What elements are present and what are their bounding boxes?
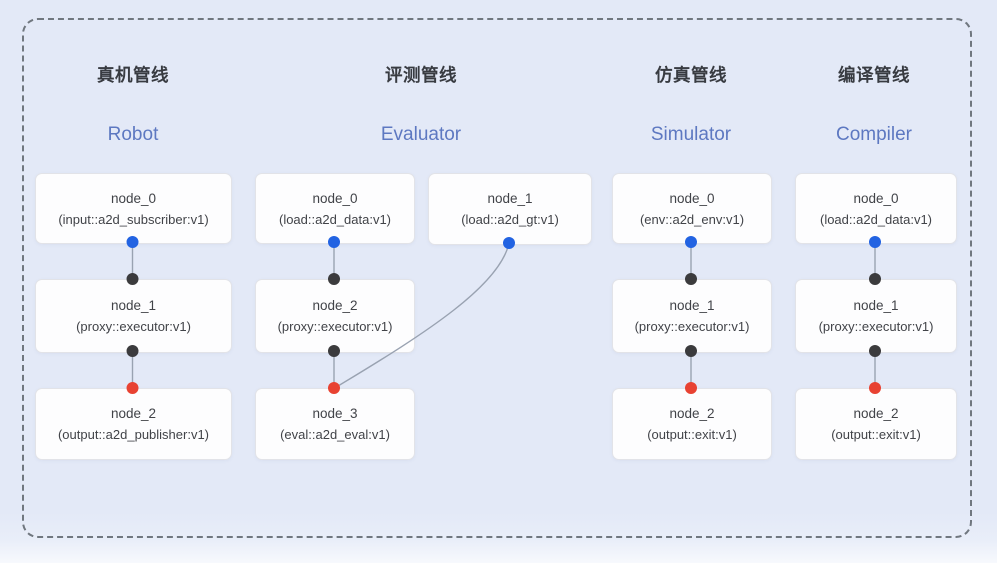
node-impl: (eval::a2d_eval:v1) (280, 427, 390, 442)
node-impl: (proxy::executor:v1) (76, 319, 191, 334)
node-card-simulator-node_2: node_2 (output::exit:v1) (612, 388, 772, 460)
pipeline-header-robot: 真机管线 Robot (23, 64, 243, 147)
pipeline-title-cn: 仿真管线 (655, 65, 727, 85)
node-card-compiler-node_1: node_1 (proxy::executor:v1) (795, 279, 957, 353)
node-card-robot-node_1: node_1 (proxy::executor:v1) (35, 279, 232, 353)
node-impl: (output::exit:v1) (647, 427, 737, 442)
node-name: node_0 (669, 190, 715, 206)
node-impl: (output::exit:v1) (831, 427, 921, 442)
node-impl: (input::a2d_subscriber:v1) (58, 211, 209, 227)
pipeline-title-en: Evaluator (380, 124, 462, 145)
node-impl: (proxy::executor:v1) (818, 319, 934, 334)
node-card-simulator-node_1: node_1 (proxy::executor:v1) (612, 279, 772, 353)
node-card-evaluator-node_1: node_1 (load::a2d_gt:v1) (428, 173, 592, 245)
node-impl: (load::a2d_data:v1) (819, 211, 933, 227)
pipeline-title-en: Robot (107, 124, 159, 145)
pipeline-title-cn: 编译管线 (838, 65, 910, 85)
node-impl: (proxy::executor:v1) (634, 319, 750, 334)
node-name: node_2 (669, 406, 715, 421)
node-impl: (env::a2d_env:v1) (639, 211, 745, 227)
pipeline-title-cn: 真机管线 (97, 65, 169, 85)
node-card-robot-node_0: node_0 (input::a2d_subscriber:v1) (35, 173, 232, 244)
pipeline-header-simulator: 仿真管线 Simulator (581, 64, 801, 147)
node-name: node_1 (853, 298, 899, 313)
pipeline-title-en: Compiler (835, 124, 913, 145)
node-name: node_0 (110, 190, 157, 206)
node-name: node_1 (669, 298, 715, 313)
node-card-evaluator-node_3: node_3 (eval::a2d_eval:v1) (255, 388, 415, 460)
pipeline-title-en: Simulator (650, 124, 732, 145)
node-impl: (load::a2d_data:v1) (278, 211, 392, 227)
pipeline-title-cn: 评测管线 (385, 65, 457, 85)
node-card-evaluator-node_0: node_0 (load::a2d_data:v1) (255, 173, 415, 244)
node-impl: (output::a2d_publisher:v1) (57, 427, 210, 442)
node-name: node_0 (312, 190, 358, 206)
node-card-evaluator-node_2: node_2 (proxy::executor:v1) (255, 279, 415, 353)
node-name: node_1 (110, 298, 157, 313)
node-card-compiler-node_2: node_2 (output::exit:v1) (795, 388, 957, 460)
node-card-compiler-node_0: node_0 (load::a2d_data:v1) (795, 173, 957, 244)
node-name: node_0 (853, 190, 899, 206)
node-name: node_2 (853, 406, 899, 421)
node-name: node_2 (110, 406, 157, 421)
node-name: node_1 (487, 191, 533, 206)
node-card-simulator-node_0: node_0 (env::a2d_env:v1) (612, 173, 772, 244)
pipeline-header-evaluator: 评测管线 Evaluator (311, 64, 531, 147)
node-impl: (proxy::executor:v1) (277, 319, 393, 334)
node-impl: (load::a2d_gt:v1) (461, 212, 559, 227)
pipeline-header-compiler: 编译管线 Compiler (764, 64, 984, 147)
node-card-robot-node_2: node_2 (output::a2d_publisher:v1) (35, 388, 232, 460)
node-name: node_2 (312, 298, 358, 313)
node-name: node_3 (312, 406, 358, 421)
